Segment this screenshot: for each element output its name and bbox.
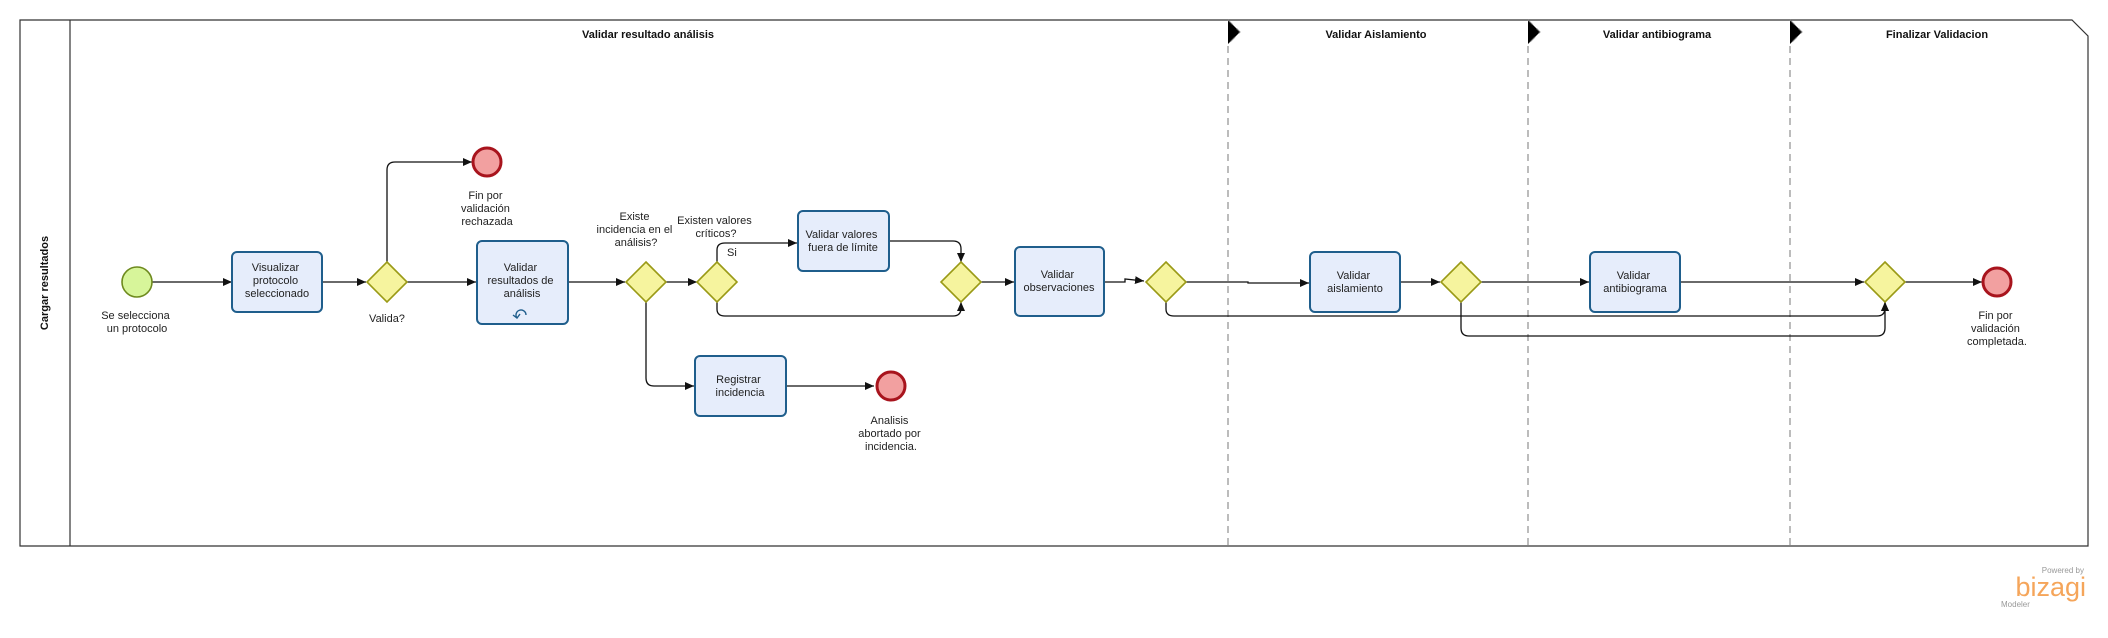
task-validar-resultados[interactable]: Validar resultados de análisis — [476, 240, 569, 325]
gateway-incidencia-label: Existe incidencia en el análisis? — [597, 211, 676, 249]
flow-incidencia-registrar — [645, 302, 694, 390]
flow-observaciones-gw — [1104, 276, 1145, 285]
end-event-abortado[interactable] — [875, 370, 907, 402]
pool-title: Cargar resultados — [39, 236, 51, 330]
flow-criticos-si — [716, 239, 797, 262]
svg-text:Validar aislamiento: Validar aislamiento — [1327, 270, 1383, 295]
loop-marker-icon — [512, 309, 527, 319]
flow-gw-aislamiento — [1186, 279, 1309, 287]
phase-separators — [1227, 19, 1803, 546]
task-validar-observaciones[interactable]: Validar observaciones — [1014, 246, 1105, 317]
flow-criticos-no — [716, 302, 965, 317]
gateway-criticos-label: Existen valores críticos? — [677, 215, 755, 240]
svg-text:Validar observaciones: Validar observaciones — [1024, 269, 1095, 294]
svg-text:Validar antibiograma: Validar antibiograma — [1603, 270, 1667, 295]
gateway-merge-valores[interactable] — [939, 260, 983, 304]
phase-title-validar-aislamiento: Validar Aislamiento — [1325, 29, 1426, 41]
gateway-incidencia[interactable] — [624, 260, 668, 304]
bizagi-branding: Powered by bizagi Modeler — [2001, 566, 2086, 609]
task-registrar-incidencia[interactable]: Registrar incidencia — [694, 355, 787, 417]
end-event-completada[interactable] — [1981, 266, 2013, 298]
sequence-flows — [152, 158, 1982, 390]
svg-text:Validar valores fuera de: Validar valores fuera de límite — [805, 229, 880, 254]
flow-gw-skip-antibiograma — [1460, 302, 1889, 337]
powered-by-text: Powered by — [2042, 566, 2084, 575]
task-visualizar-protocolo[interactable]: Visualizar protocolo seleccionado — [231, 251, 323, 313]
gateway-valida[interactable] — [365, 260, 409, 304]
task-validar-aislamiento[interactable]: Validar aislamiento — [1309, 251, 1401, 313]
gateway-finalizar[interactable] — [1863, 260, 1907, 304]
start-event-label: Se selecciona un protocolo — [101, 310, 173, 335]
phase-title-finalizar-validacion: Finalizar Validacion — [1886, 29, 1988, 41]
gateway-post-observaciones[interactable] — [1144, 260, 1188, 304]
flow-label-si: Si — [727, 247, 737, 259]
gateway-criticos[interactable] — [695, 260, 739, 304]
end-event-abortado-label: Analisis abortado por incidencia. — [858, 415, 923, 453]
phase-title-validar-resultado: Validar resultado análisis — [582, 29, 714, 41]
task-validar-antibiograma[interactable]: Validar antibiograma — [1589, 251, 1681, 313]
flow-valida-rechazada — [386, 158, 472, 262]
flow-valores-merge — [889, 240, 965, 262]
svg-text:Validar resultados de: Validar resultados de análisis — [487, 262, 556, 300]
gateway-post-aislamiento[interactable] — [1439, 260, 1483, 304]
end-event-rechazada[interactable] — [471, 146, 503, 178]
svg-text:Visualizar protocolo: Visualizar protocolo seleccionado — [245, 262, 309, 300]
svg-text:Registrar incidencia: Registrar incidencia — [716, 374, 766, 399]
gateway-valida-label: Valida? — [369, 313, 405, 325]
start-event[interactable] — [121, 266, 153, 298]
modeler-text: Modeler — [2001, 600, 2030, 609]
end-event-rechazada-label: Fin por validación rechazada — [461, 190, 514, 228]
task-validar-valores[interactable]: Validar valores fuera de límite — [797, 210, 890, 272]
bizagi-logo: bizagi — [2015, 572, 2086, 602]
phase-title-validar-antibiograma: Validar antibiograma — [1603, 29, 1712, 41]
end-event-completada-label: Fin por validación completada. — [1967, 310, 2027, 348]
